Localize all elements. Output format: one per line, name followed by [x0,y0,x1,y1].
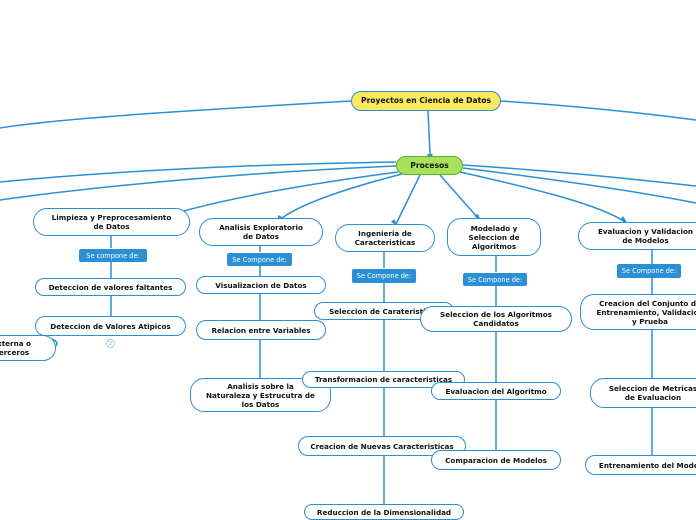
item-reduccion-dimensionalidad[interactable]: Reduccion de la Dimensionalidad [304,504,464,520]
connector-hub-ingenieria [395,174,421,225]
item-metricas-evaluacion[interactable]: Seleccion de Metricas de Evaluacion [590,378,696,408]
item-comparacion-modelos[interactable]: Comparacion de Modelos [431,450,561,470]
relation-label-ingenieria: Se Compone de: [352,269,416,283]
branch-ingenieria[interactable]: Ingenieria de Caracteristicas [335,224,435,252]
partial-left-node[interactable]: xterna o erceros [0,335,56,361]
branch-limpieza[interactable]: Limpieza y Preprocesamiento de Datos [33,208,190,236]
item-entrenamiento-modelo[interactable]: Entrenamiento del Modelo [585,455,696,475]
relation-label-limpieza: Se compone de: [79,249,147,262]
connector-hub-right2 [462,164,696,187]
item-visualizacion[interactable]: Visualizacion de Datos [196,276,326,294]
connector-hub-analisis [281,173,403,219]
hub-node-procesos[interactable]: Procesos [396,156,463,175]
connector-hub-evaluacion [459,171,626,223]
branch-modelado[interactable]: Modelado y Seleccion de Algoritmos [447,218,541,256]
connector-root-hub [427,110,431,155]
relation-label-modelado: Se Compone de: [463,273,527,286]
item-transformacion[interactable]: Transformacion de caracteristicas [302,371,465,388]
relation-label-analisis: Se Compone de: [227,253,292,266]
branch-evaluacion[interactable]: Evaluacion y Validacion de Modelos [578,222,696,250]
connector-hub-modelado [439,174,479,219]
item-relacion-variables[interactable]: Relacion entre Variables [196,320,326,340]
root-node[interactable]: Proyectos en Ciencia de Datos [351,91,501,111]
connector-root-right [500,100,696,121]
count-badge[interactable]: 2 [106,339,115,348]
branch-analisis[interactable]: Analisis Exploratorio de Datos [199,218,323,246]
item-evaluacion-algoritmo[interactable]: Evaluacion del Algoritmo [431,382,561,400]
connector-hub-right1 [462,167,696,204]
item-valores-faltantes[interactable]: Deteccion de valores faltantes [35,278,186,296]
item-nuevas-caracteristicas[interactable]: Creacion de Nuevas Caracteristicas [298,436,466,456]
item-seleccion-caracteristicas[interactable]: Seleccion de Carateristicas [314,302,454,320]
item-valores-atipicos[interactable]: Deteccion de Valores Atipicos [35,316,186,336]
item-conjunto-entrenamiento[interactable]: Creacion del Conjunto de Entrenamiento, … [580,294,696,330]
connector-hub-left1 [0,161,397,183]
connector-hub-left2 [0,165,397,201]
item-algoritmos-candidatos[interactable]: Seleccion de los Algoritmos Candidatos [420,306,572,332]
connector-root-left [0,100,352,129]
connector-hub-limpieza [179,171,399,213]
relation-label-evaluacion: Se Compone de: [617,264,681,278]
